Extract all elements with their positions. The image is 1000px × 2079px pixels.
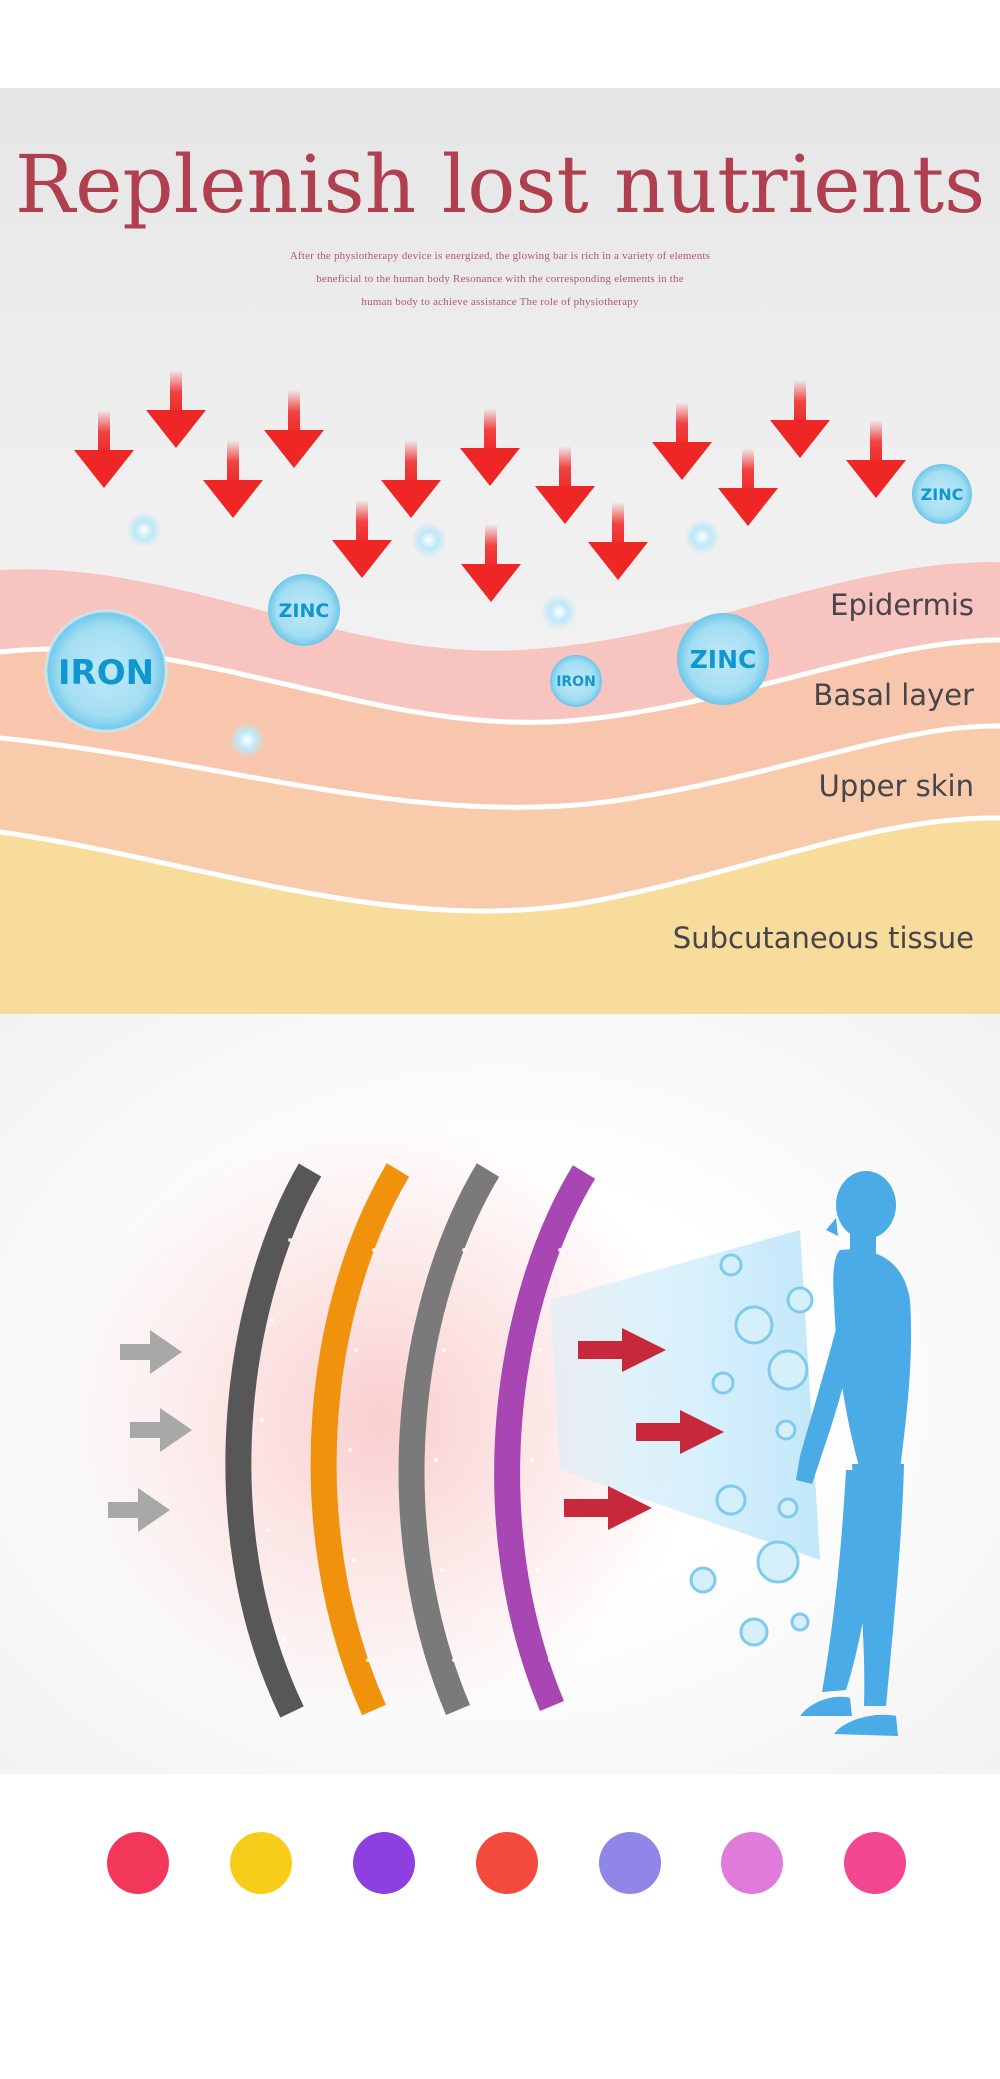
down-arrow-icon <box>461 524 521 602</box>
bubble-icon <box>790 1612 810 1632</box>
page-title: Replenish lost nutrients <box>14 138 986 231</box>
skin-layers-diagram: IRON ZINC IRON ZINC ZINC <box>0 370 1000 1014</box>
down-arrow-icon <box>460 408 520 486</box>
svg-text:ZINC: ZINC <box>690 645 757 674</box>
color-swatch-magenta <box>844 1832 906 1894</box>
color-swatch-yellow <box>230 1832 292 1894</box>
down-arrow-icon <box>770 380 830 458</box>
upper-skin-layer <box>0 725 1000 911</box>
bubble-icon <box>775 1419 797 1441</box>
bubble-icon <box>734 1305 774 1345</box>
svg-text:IRON: IRON <box>556 674 596 690</box>
subtitle-line-1: After the physiotherapy device is energi… <box>289 250 711 262</box>
resonance-illustration <box>60 1120 912 1736</box>
bubble-icon <box>126 512 162 548</box>
svg-text:ZINC: ZINC <box>279 600 330 622</box>
zinc-bubble: ZINC <box>912 464 972 524</box>
label-subcutaneous-tissue: Subcutaneous tissue <box>672 921 974 955</box>
bubble-icon <box>786 1286 814 1314</box>
label-upper-skin: Upper skin <box>818 769 974 803</box>
label-basal-layer: Basal layer <box>813 678 974 712</box>
subcutaneous-layer <box>0 817 1000 1014</box>
bubble-icon <box>767 1349 809 1391</box>
color-swatch-lavender <box>599 1832 661 1894</box>
down-arrow-icon <box>846 420 906 498</box>
energy-bar-orange <box>310 1163 410 1716</box>
down-arrow-icon <box>652 402 712 480</box>
down-arrow-icon <box>203 440 263 518</box>
energy-bar-gray <box>398 1163 500 1716</box>
down-arrow-icon <box>718 448 778 526</box>
subtitle-line-2: beneficial to the human body Resonance w… <box>316 273 684 285</box>
bubble-icon <box>229 722 265 758</box>
color-swatch-pink <box>721 1832 783 1894</box>
bubble-icon <box>411 522 447 558</box>
subtitle-line-3: human body to achieve assistance The rol… <box>361 296 639 308</box>
iron-bubble-large: IRON <box>44 609 168 733</box>
color-swatch-purple <box>353 1832 415 1894</box>
zinc-bubble: ZINC <box>268 574 340 646</box>
bubble-icon <box>719 1253 743 1277</box>
bubble-icon <box>739 1617 769 1647</box>
energy-bar-purple <box>494 1165 596 1712</box>
bubble-icon <box>711 1371 735 1395</box>
color-swatch-orange-red <box>476 1832 538 1894</box>
down-arrow-icon <box>588 502 648 580</box>
person-silhouette-icon <box>796 1171 912 1736</box>
bubble-icon <box>684 519 720 555</box>
down-arrow-icon <box>146 370 206 448</box>
svg-text:IRON: IRON <box>58 653 154 693</box>
energy-bar-dark <box>225 1163 322 1718</box>
down-arrow-icon <box>74 410 134 488</box>
svg-text:ZINC: ZINC <box>921 485 964 504</box>
down-arrow-icon <box>535 446 595 524</box>
skin-layers-panel: IRON ZINC IRON ZINC ZINC <box>0 88 1000 1014</box>
down-arrow-icon <box>381 440 441 518</box>
color-swatch-red <box>107 1832 169 1894</box>
zinc-bubble: ZINC <box>677 613 769 705</box>
bubble-icon <box>777 1497 799 1519</box>
bubble-icon <box>689 1566 717 1594</box>
resonance-illustration-panel <box>0 1014 1000 1774</box>
bubble-icon <box>756 1540 800 1584</box>
label-epidermis: Epidermis <box>830 588 974 622</box>
bubble-icon <box>541 594 577 630</box>
bubble-icon <box>715 1484 747 1516</box>
iron-bubble-small: IRON <box>550 655 602 707</box>
down-arrow-icon <box>332 500 392 578</box>
down-arrow-icon <box>264 390 324 468</box>
